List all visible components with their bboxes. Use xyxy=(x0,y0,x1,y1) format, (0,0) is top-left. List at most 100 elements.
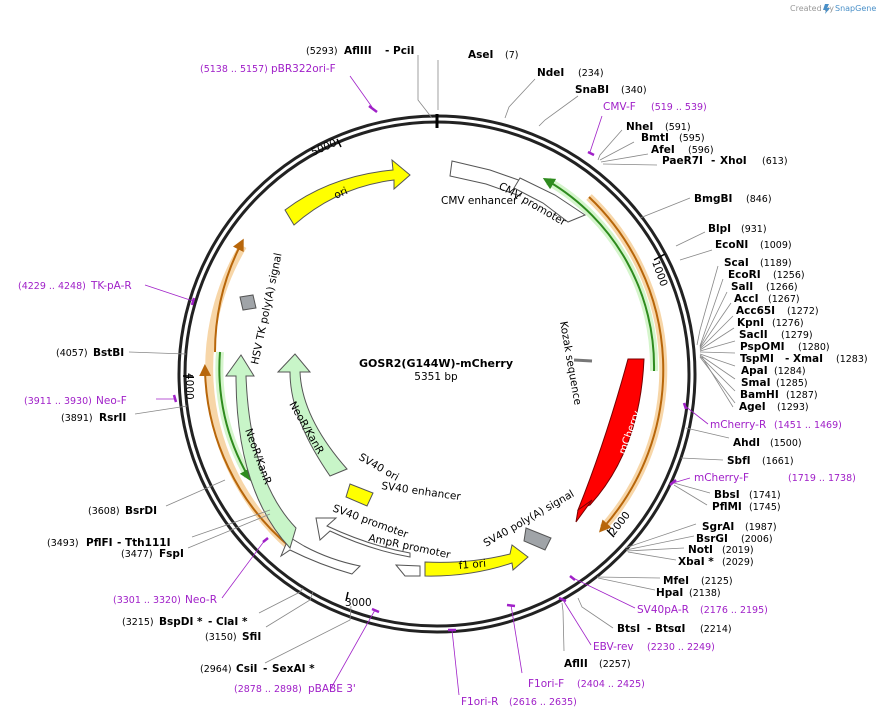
primer-name[interactable]: Neo-R xyxy=(185,594,217,606)
site-name[interactable]: BamHI xyxy=(740,389,779,401)
site-name2[interactable]: BtsαI xyxy=(655,623,685,635)
orf-arrow-right xyxy=(588,196,665,533)
site-name[interactable]: EcoRI xyxy=(728,269,761,281)
site-name[interactable]: KpnI xyxy=(737,317,764,329)
site-name[interactable]: SgrAI xyxy=(702,521,734,533)
site-name[interactable]: PflMI xyxy=(712,501,742,513)
plasmid-length: 5351 bp xyxy=(414,371,458,383)
site-name[interactable]: AflIII xyxy=(344,45,372,57)
primer-pos: (3911 .. 3930) xyxy=(24,396,92,407)
tick-label-3000: 3000 xyxy=(345,597,372,609)
site-pos: (3215) xyxy=(122,617,154,628)
primer-name[interactable]: TK-pA-R xyxy=(90,280,132,292)
sv40-polya-box[interactable] xyxy=(523,527,552,551)
site-name2[interactable]: SexAI * xyxy=(272,663,315,675)
neor-outer-arrow[interactable] xyxy=(225,354,297,549)
site-name[interactable]: BmgBI xyxy=(694,193,732,205)
site-pos: (1267) xyxy=(768,294,800,305)
site-labels: (5293) AflIII - PciI AseI (7) NdeI (234)… xyxy=(47,45,868,675)
sv40-ori-box[interactable] xyxy=(345,483,374,507)
tick-label-4000: 4000 xyxy=(183,373,195,400)
primer-name[interactable]: EBV-rev xyxy=(593,641,634,653)
mcherry-arrow[interactable] xyxy=(577,358,645,511)
site-name[interactable]: PflFI xyxy=(86,537,113,549)
site-pos: (1009) xyxy=(760,240,792,251)
site-name[interactable]: ApaI xyxy=(741,365,768,377)
primer-name[interactable]: CMV-F xyxy=(603,101,636,113)
orf-arrow-left xyxy=(199,364,291,548)
site-name[interactable]: SbfI xyxy=(727,455,751,467)
site-name[interactable]: BsrDI xyxy=(125,505,157,517)
neor-inner-arrow[interactable] xyxy=(276,353,348,477)
site-name[interactable]: AgeI xyxy=(739,401,766,413)
site-pos: (591) xyxy=(665,122,691,133)
site-name[interactable]: BspDI * xyxy=(159,616,203,628)
site-name[interactable]: AhdI xyxy=(733,437,760,449)
site-name[interactable]: Acc65I xyxy=(736,305,775,317)
primer-name[interactable]: F1ori-F xyxy=(528,678,564,690)
site-name[interactable]: SmaI xyxy=(741,377,771,389)
site-name[interactable]: SnaBI xyxy=(575,84,609,96)
mcherry-arrowhead xyxy=(575,499,593,523)
ampr-promoter-arrow[interactable] xyxy=(279,536,362,575)
primer-name[interactable]: SV40pA-R xyxy=(637,604,689,616)
site-name2[interactable]: PciI xyxy=(393,45,414,57)
site-name2[interactable]: Tth111I xyxy=(125,537,170,549)
site-pos: (931) xyxy=(741,224,767,235)
site-name[interactable]: SfiI xyxy=(242,631,261,643)
site-name[interactable]: RsrII xyxy=(99,412,126,424)
cmv-enhancer-arrow[interactable] xyxy=(449,160,528,197)
site-pos: (5293) xyxy=(306,46,338,57)
primer-name[interactable]: pBABE 3' xyxy=(308,683,356,695)
site-name[interactable]: AseI xyxy=(468,49,493,61)
site-name[interactable]: FspI xyxy=(159,548,184,560)
cmv-promoter-arrow[interactable] xyxy=(513,177,587,223)
ori-arrow[interactable] xyxy=(284,158,411,226)
site-name[interactable]: EcoNI xyxy=(715,239,748,251)
ampr-small-arrow[interactable] xyxy=(394,564,421,577)
site-name[interactable]: CsiI xyxy=(236,663,257,675)
primer-name[interactable]: mCherry-R xyxy=(710,419,766,431)
primer-name[interactable]: Neo-F xyxy=(96,395,127,407)
site-name[interactable]: PspOMI xyxy=(740,341,785,353)
primer-name[interactable]: mCherry-F xyxy=(694,472,749,484)
primer-name[interactable]: F1ori-R xyxy=(461,696,498,708)
site-name[interactable]: NheI xyxy=(626,121,653,133)
sv40-promoter-arrow[interactable] xyxy=(315,517,411,558)
site-name[interactable]: BbsI xyxy=(714,489,740,501)
primer-pos: (2404 .. 2425) xyxy=(577,679,645,690)
site-name[interactable]: AccI xyxy=(734,293,758,305)
tick-label-5000: 5000 xyxy=(309,137,338,159)
site-name[interactable]: SacII xyxy=(739,329,768,341)
site-name[interactable]: NotI xyxy=(688,544,713,556)
site-leaders xyxy=(128,55,736,664)
site-name[interactable]: BlpI xyxy=(708,223,731,235)
site-pos: (2125) xyxy=(701,576,733,587)
site-name[interactable]: MfeI xyxy=(663,575,689,587)
site-name2[interactable]: ClaI * xyxy=(216,616,248,628)
f1-ori-arrow[interactable] xyxy=(424,544,529,577)
site-name[interactable]: AfeI xyxy=(651,144,675,156)
site-name[interactable]: BmtI xyxy=(641,132,669,144)
site-name[interactable]: HpaI xyxy=(656,587,683,599)
primer-pos: (2230 .. 2249) xyxy=(647,642,715,653)
site-name[interactable]: ScaI xyxy=(724,257,749,269)
site-name[interactable]: PaeR7I xyxy=(662,155,703,167)
site-name[interactable]: BstBI xyxy=(93,347,124,359)
site-pos: (234) xyxy=(578,68,604,79)
site-name2[interactable]: XhoI xyxy=(720,155,747,167)
site-name[interactable]: SalI xyxy=(731,281,753,293)
site-name2[interactable]: XmaI xyxy=(793,353,823,365)
site-name[interactable]: TspMI xyxy=(740,353,774,365)
site-name[interactable]: XbaI * xyxy=(678,556,714,568)
primer-pos: (4229 .. 4248) xyxy=(18,281,86,292)
site-pos: (2019) xyxy=(722,545,754,556)
site-pos: (1189) xyxy=(760,258,792,269)
site-name[interactable]: AflII xyxy=(564,658,588,670)
site-name[interactable]: NdeI xyxy=(537,67,564,79)
primer-name[interactable]: pBR322ori-F xyxy=(271,63,336,75)
site-name[interactable]: BtsI xyxy=(617,623,640,635)
created-by-text: Created by xyxy=(790,4,834,13)
hsv-tk-box[interactable] xyxy=(239,294,257,311)
site-name[interactable]: BsrGI xyxy=(696,533,728,545)
